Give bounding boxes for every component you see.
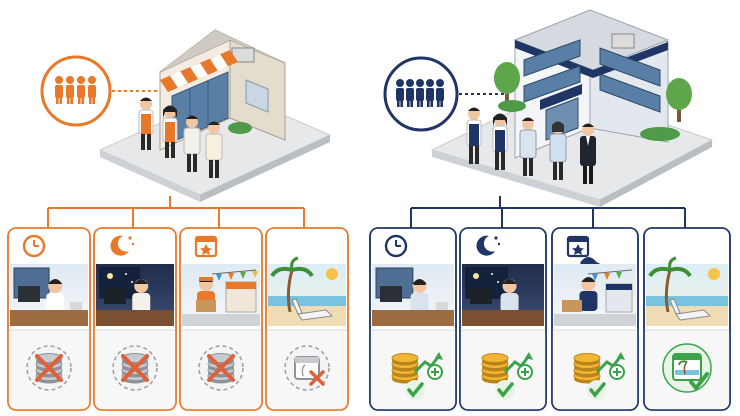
worker-person bbox=[46, 279, 65, 313]
parcel-box bbox=[196, 300, 216, 312]
moon-stars-icon bbox=[476, 235, 501, 256]
beach-chair-icon bbox=[291, 298, 334, 321]
staff-person bbox=[466, 107, 482, 164]
staff-person bbox=[205, 121, 223, 178]
ac-unit-icon bbox=[611, 33, 635, 49]
cross-icon bbox=[309, 370, 325, 386]
desk bbox=[96, 310, 174, 326]
striped-awning bbox=[160, 50, 238, 92]
no-paid-leave-indicator bbox=[284, 345, 330, 391]
check-icon bbox=[405, 380, 425, 400]
benefit-card bbox=[459, 227, 547, 411]
small-business-group bbox=[7, 29, 349, 411]
calendar-star-icon bbox=[194, 235, 218, 258]
corporation-staff bbox=[466, 107, 596, 184]
corporation-people-badge bbox=[383, 56, 459, 132]
clock-icon bbox=[384, 234, 408, 258]
small-business-people-badge bbox=[40, 55, 112, 127]
staff-person bbox=[580, 123, 596, 184]
check-icon bbox=[495, 380, 515, 400]
beach-vacation-scene bbox=[268, 256, 346, 326]
staff-person bbox=[162, 105, 178, 158]
monitor-icon bbox=[470, 288, 492, 304]
check-icon bbox=[587, 380, 607, 400]
shrub-icon bbox=[228, 122, 252, 134]
monitor-icon bbox=[18, 286, 40, 302]
plus-circle-icon bbox=[609, 364, 625, 380]
delivery-worker-scene bbox=[554, 257, 636, 326]
paid-leave-indicator bbox=[662, 343, 712, 393]
desk bbox=[462, 310, 544, 326]
coin-stack-icon bbox=[481, 353, 509, 384]
trend-up-arrow-icon bbox=[413, 352, 443, 374]
benefit-card bbox=[643, 227, 731, 411]
entrance-canopy bbox=[540, 84, 582, 110]
calendar-star-icon bbox=[566, 235, 590, 258]
worker-person bbox=[579, 257, 601, 311]
calendar-beach-icon bbox=[672, 353, 702, 381]
staff-person bbox=[138, 97, 154, 150]
benefit-card bbox=[93, 227, 177, 411]
shrub-icon bbox=[498, 100, 526, 112]
desk bbox=[10, 310, 88, 326]
parcel-box bbox=[562, 300, 582, 312]
cross-icon bbox=[121, 354, 149, 382]
no-extra-pay-indicator bbox=[198, 345, 244, 391]
desk bbox=[372, 310, 454, 326]
worker-person bbox=[410, 279, 429, 313]
corporation-connector-tree bbox=[410, 196, 686, 228]
corporation-group bbox=[369, 9, 731, 411]
benefit-card bbox=[265, 227, 349, 411]
no-extra-pay-indicator bbox=[26, 345, 72, 391]
tree-icon bbox=[666, 78, 692, 122]
staff-person bbox=[492, 113, 508, 170]
staff-person bbox=[183, 115, 201, 172]
moon-stars-icon bbox=[110, 235, 135, 256]
no-extra-pay-indicator bbox=[112, 345, 158, 391]
beach-chair-icon bbox=[669, 298, 712, 321]
small-business-connector-tree bbox=[47, 196, 305, 228]
cross-icon bbox=[207, 354, 235, 382]
plus-circle-icon bbox=[517, 364, 533, 380]
monitor-icon bbox=[104, 288, 126, 304]
extra-pay-indicator bbox=[573, 352, 625, 400]
small-business-staff bbox=[138, 97, 223, 178]
shrub-icon bbox=[640, 127, 680, 141]
check-icon bbox=[689, 372, 709, 392]
staff-person bbox=[549, 121, 567, 180]
benefit-card bbox=[369, 227, 457, 411]
tree-icon bbox=[494, 62, 520, 107]
trend-up-arrow-icon bbox=[503, 352, 533, 374]
cross-icon bbox=[35, 354, 63, 382]
night-worker-scene bbox=[96, 264, 174, 326]
trend-up-arrow-icon bbox=[595, 352, 625, 374]
benefit-card bbox=[551, 227, 639, 411]
benefit-card bbox=[7, 227, 91, 411]
large-office-building bbox=[494, 9, 692, 159]
extra-pay-indicator bbox=[481, 352, 533, 400]
plus-circle-icon bbox=[427, 364, 443, 380]
holiday-worker-scene bbox=[182, 264, 260, 326]
clock-icon bbox=[22, 234, 46, 258]
staff-person bbox=[519, 117, 537, 176]
night-worker-scene bbox=[462, 264, 544, 326]
coin-stack-icon bbox=[573, 353, 601, 384]
people-group-icon bbox=[55, 76, 96, 104]
benefit-card bbox=[179, 227, 263, 411]
people-group-icon bbox=[396, 79, 444, 107]
palm-tree-icon bbox=[270, 256, 314, 313]
worker-person bbox=[500, 279, 519, 313]
office-worker-scene bbox=[372, 264, 454, 326]
coin-stack-icon bbox=[391, 353, 419, 384]
palm-tree-icon bbox=[648, 256, 692, 313]
monitor-icon bbox=[380, 286, 402, 302]
beach-vacation-scene bbox=[646, 256, 728, 326]
extra-pay-indicator bbox=[391, 352, 443, 400]
worker-person bbox=[132, 279, 151, 313]
office-worker-scene bbox=[10, 264, 88, 326]
